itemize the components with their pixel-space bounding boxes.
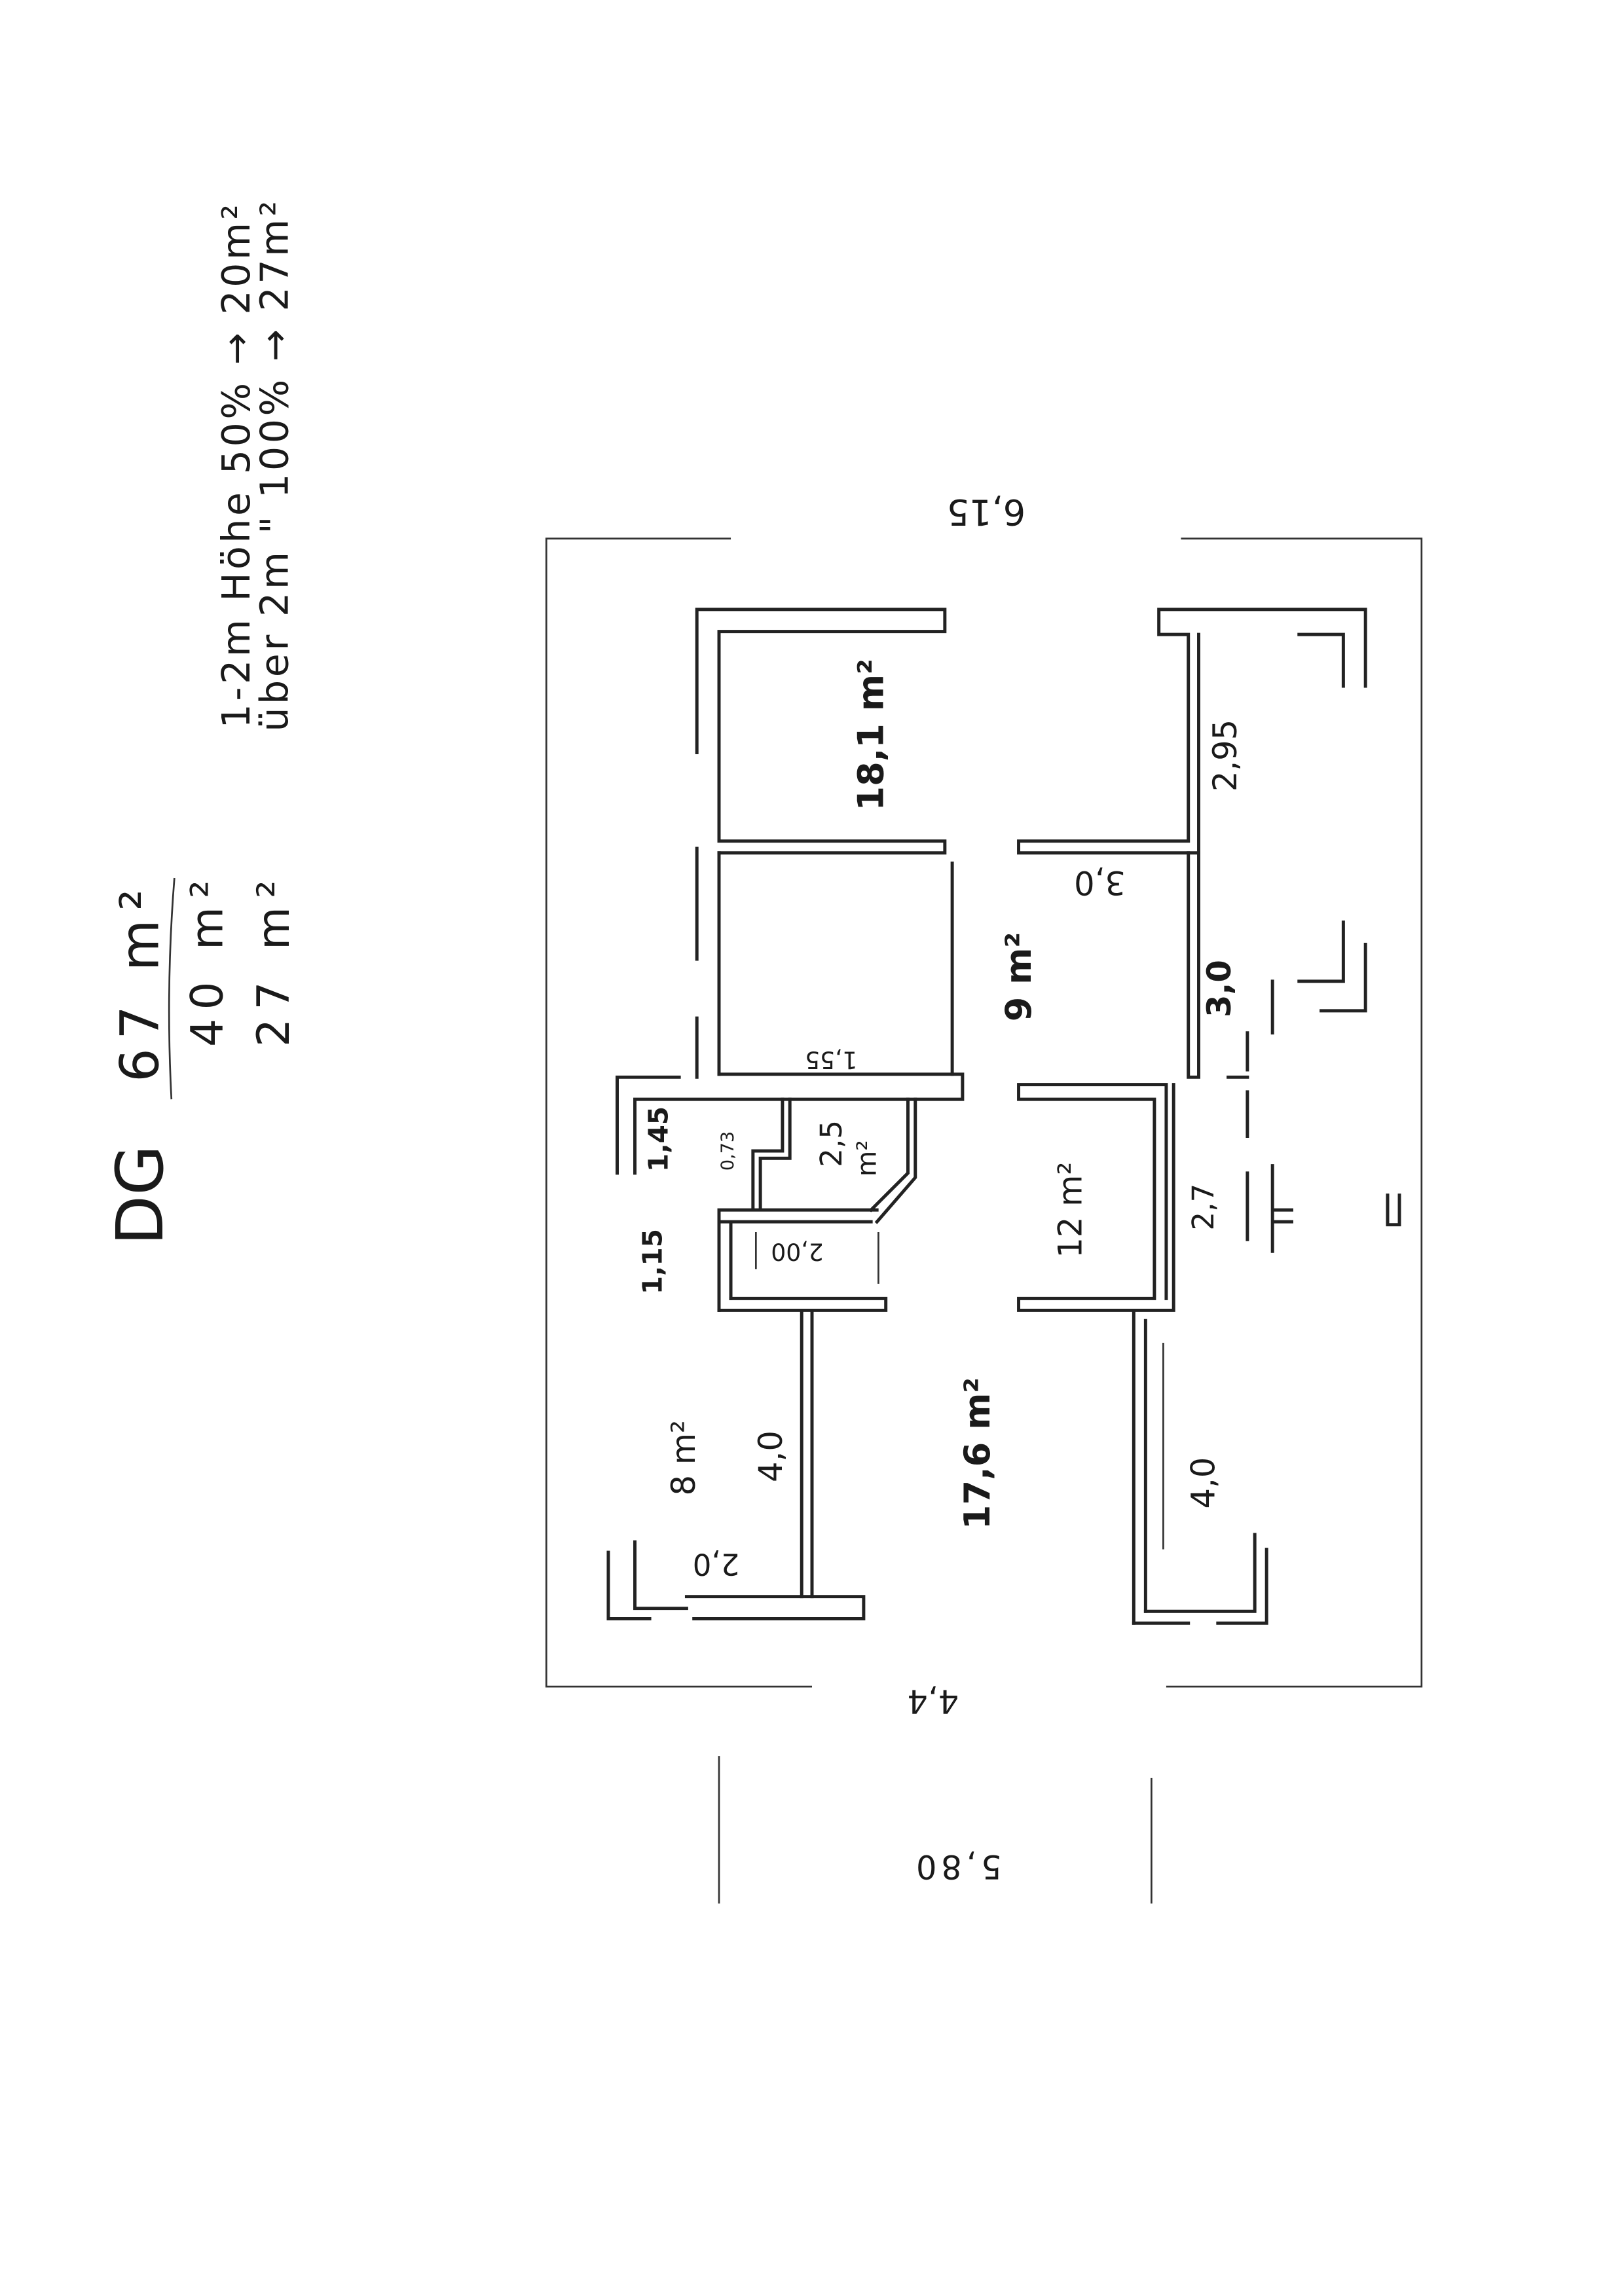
dim-2-00: 2,00: [771, 1237, 823, 1265]
walls: [606, 608, 1401, 1625]
dim-3-0-vertical: 3,0: [1200, 960, 1238, 1017]
dim-2-95: 2,95: [1206, 720, 1244, 792]
dim-0-73: 0,73: [718, 1131, 738, 1171]
rule-height-over-2m: über 2m " 100% → 27m²: [253, 198, 297, 731]
dim-4-0-left: 4,0: [752, 1430, 790, 1482]
dimension-labels: 6,15 2,95 3,0 3,0 1,55 1,45 0,73 1,15 2,…: [637, 492, 1244, 1886]
room-area-2-5-unit: m²: [851, 1140, 882, 1176]
area-part-2: 27 m²: [248, 871, 299, 1047]
room-area-9: 9 m²: [998, 932, 1039, 1022]
dim-top: 6,15: [947, 492, 1025, 533]
room-area-17-6: 17,6 m²: [957, 1377, 998, 1529]
rule-height-1-2m: 1-2m Höhe 50% → 20m²: [214, 201, 259, 728]
room-area-18-1: 18,1 m²: [851, 659, 892, 811]
room-area-8: 8 m²: [665, 1420, 703, 1495]
dim-4-0-right: 4,0: [1184, 1457, 1222, 1509]
room-labels: 18,1 m² 9 m² 2,5 m² 12 m² 8 m² 17,6 m²: [665, 659, 1090, 1529]
outer-outline: [545, 538, 1423, 1904]
dim-2-0: 2,0: [693, 1547, 740, 1582]
floor-label: DG: [103, 1145, 178, 1245]
dim-bottom: 4,4: [907, 1683, 959, 1721]
area-summary: DG 67 m² 40 m² 27 m² 1-2m Höhe 50% → 20m…: [103, 198, 299, 1245]
total-area: 67 m²: [109, 881, 171, 1082]
dim-1-45: 1,45: [643, 1106, 674, 1172]
dim-3-0-horizontal: 3,0: [1074, 864, 1126, 902]
room-area-2-5: 2,5: [814, 1120, 849, 1167]
sum-underline: [168, 877, 175, 1100]
dim-outer: 5,80: [912, 1848, 1001, 1886]
dim-1-15: 1,15: [637, 1229, 669, 1294]
room-area-12: 12 m²: [1051, 1162, 1089, 1258]
area-part-1: 40 m²: [181, 871, 232, 1047]
dim-1-55: 1,55: [805, 1046, 857, 1073]
dim-2-7: 2,7: [1186, 1184, 1221, 1231]
